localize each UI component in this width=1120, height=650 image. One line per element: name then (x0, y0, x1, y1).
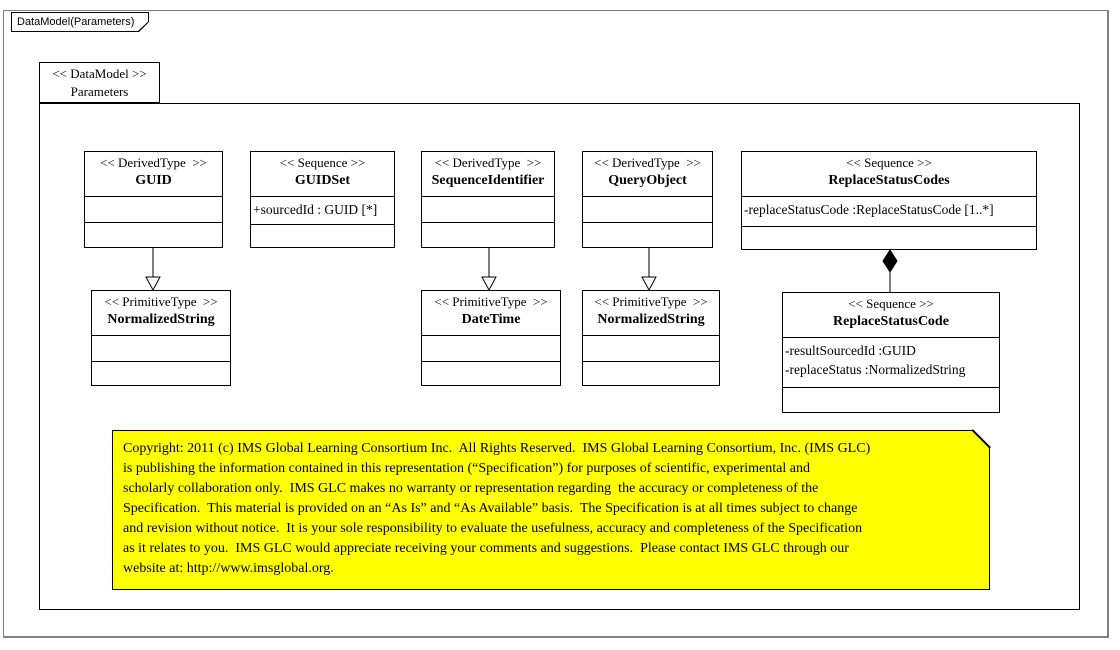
operations-compartment (783, 387, 999, 412)
attribute: -replaceStatusCode :ReplaceStatusCode [1… (744, 202, 994, 217)
class-guid[interactable]: << DerivedType >> GUID (84, 151, 223, 248)
class-stereotype: << PrimitiveType >> (104, 294, 218, 309)
copyright-note[interactable]: Copyright: 2011 (c) IMS Global Learning … (112, 430, 990, 590)
class-header: << PrimitiveType >> DateTime (422, 291, 560, 335)
class-sequenceidentifier[interactable]: << DerivedType >> SequenceIdentifier (421, 151, 555, 248)
class-name: GUID (135, 173, 172, 188)
class-header: << PrimitiveType >> NormalizedString (583, 291, 719, 335)
frame-label: << DataModel >> Parameters (39, 62, 160, 103)
class-stereotype: << DerivedType >> (434, 155, 542, 170)
class-header: << DerivedType >> QueryObject (583, 152, 712, 196)
attributes-compartment (422, 335, 560, 361)
class-name: GUIDSet (294, 173, 351, 188)
class-name: SequenceIdentifier (431, 173, 545, 188)
attribute: -resultSourcedId :GUID (785, 343, 916, 358)
attributes-compartment: -replaceStatusCode :ReplaceStatusCode [1… (742, 196, 1036, 226)
class-queryobject[interactable]: << DerivedType >> QueryObject (582, 151, 713, 248)
class-header: << DerivedType >> GUID (85, 152, 222, 196)
attributes-compartment (583, 335, 719, 361)
frame-name: Parameters (70, 84, 129, 99)
note-text-line: website at: http://www.imsglobal.org. (123, 561, 334, 576)
diagram-tab[interactable]: DataModel(Parameters) (11, 12, 149, 32)
frame-border (39, 103, 1080, 610)
operations-compartment (583, 222, 712, 247)
class-normalizedstring-left[interactable]: << PrimitiveType >> NormalizedString (91, 290, 231, 386)
operations-compartment (422, 361, 560, 385)
class-replacestatuscode[interactable]: << Sequence >> ReplaceStatusCode -result… (782, 292, 1000, 413)
note-text-line: Specification. This material is provided… (123, 501, 858, 516)
class-name: ReplaceStatusCodes (828, 173, 950, 188)
class-header: << Sequence >> ReplaceStatusCode (783, 293, 999, 337)
operations-compartment (583, 361, 719, 385)
note-text-line: and revision without notice. It is your … (123, 521, 863, 536)
class-stereotype: << DerivedType >> (594, 155, 701, 170)
class-stereotype: << Sequence >> (848, 296, 934, 311)
operations-compartment (422, 222, 554, 247)
class-datetime[interactable]: << PrimitiveType >> DateTime (421, 290, 561, 386)
class-stereotype: << Sequence >> (846, 155, 932, 170)
class-stereotype: << PrimitiveType >> (434, 294, 548, 309)
class-name: DateTime (461, 312, 521, 327)
class-header: << PrimitiveType >> NormalizedString (92, 291, 230, 335)
class-name: NormalizedString (597, 312, 705, 327)
attribute: -replaceStatus :NormalizedString (785, 362, 966, 377)
note-text-line: is publishing the information contained … (123, 461, 810, 476)
note-text-line: as it relates to you. IMS GLC would appr… (123, 541, 849, 556)
class-stereotype: << Sequence >> (279, 155, 366, 170)
class-normalizedstring-right[interactable]: << PrimitiveType >> NormalizedString (582, 290, 720, 386)
attributes-compartment (422, 196, 554, 222)
class-header: << Sequence >> GUIDSet (251, 152, 394, 196)
class-name: NormalizedString (107, 312, 215, 327)
class-header: << Sequence >> ReplaceStatusCodes (742, 152, 1036, 196)
attributes-compartment (92, 335, 230, 361)
diagram-tab-label: DataModel(Parameters) (12, 13, 148, 31)
class-name: QueryObject (608, 173, 687, 188)
attribute: +sourcedId : GUID [*] (253, 202, 378, 217)
class-stereotype: << PrimitiveType >> (594, 294, 708, 309)
copyright-note-body: Copyright: 2011 (c) IMS Global Learning … (113, 431, 989, 589)
class-name: ReplaceStatusCode (833, 314, 949, 329)
class-guidset[interactable]: << Sequence >> GUIDSet +sourcedId : GUID… (250, 151, 395, 248)
frame-stereotype: << DataModel >> (52, 66, 147, 81)
attributes-compartment: -resultSourcedId :GUID -replaceStatus :N… (783, 337, 999, 387)
class-replacestatuscodes[interactable]: << Sequence >> ReplaceStatusCodes -repla… (741, 151, 1037, 250)
operations-compartment (251, 224, 394, 247)
attributes-compartment (583, 196, 712, 222)
operations-compartment (742, 226, 1036, 249)
attributes-compartment (85, 196, 222, 222)
class-header: << DerivedType >> SequenceIdentifier (422, 152, 554, 196)
operations-compartment (85, 222, 222, 247)
note-text-line: Copyright: 2011 (c) IMS Global Learning … (123, 441, 871, 456)
attributes-compartment: +sourcedId : GUID [*] (251, 196, 394, 224)
diagram-outer-border (3, 10, 1109, 638)
note-text-line: scholarly collaboration only. IMS GLC ma… (123, 481, 819, 496)
class-stereotype: << DerivedType >> (100, 155, 207, 170)
operations-compartment (92, 361, 230, 385)
